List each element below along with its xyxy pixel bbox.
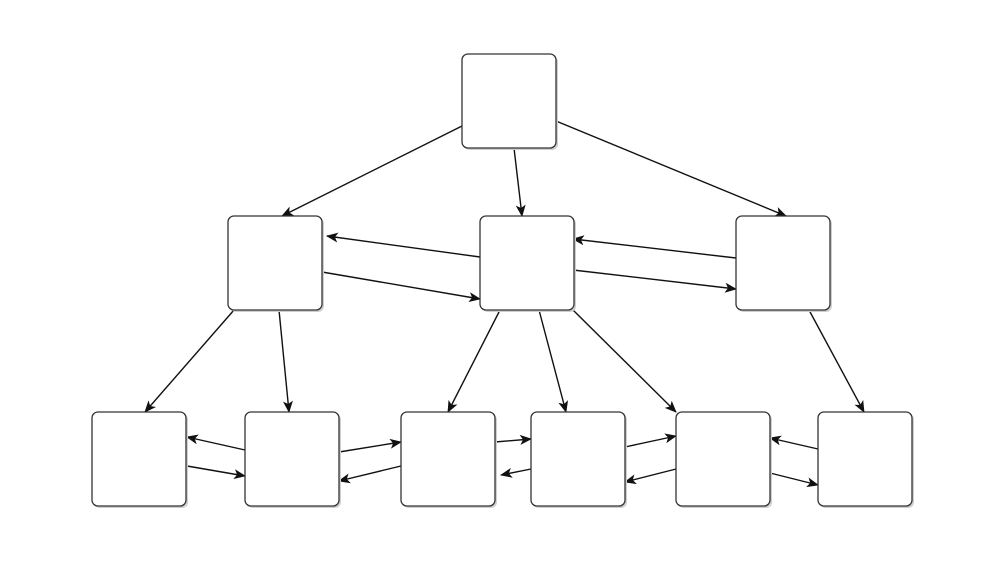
edge-arrow-l1-b-to-l1-a — [326, 232, 481, 258]
node-l2-c — [400, 411, 497, 508]
node-box — [530, 411, 626, 507]
edge-arrow-l1-c-to-l1-b — [572, 235, 737, 259]
edge-arrow-l2-d-to-l2-e — [624, 433, 677, 448]
node-l1-b — [479, 215, 576, 312]
edge-arrow-root-to-l1-a — [281, 125, 463, 217]
node-l1-c — [735, 215, 832, 312]
node-box — [675, 411, 771, 507]
edge-arrow-l2-e-to-l2-f — [769, 472, 819, 488]
node-box — [227, 215, 323, 311]
edge-arrow-l2-e-to-l2-d — [624, 468, 677, 485]
edge-arrow-l1-c-to-l2-f — [808, 309, 865, 413]
node-box — [244, 411, 340, 507]
node-l2-d — [530, 411, 627, 508]
edge-arrow-root-to-l1-b — [513, 147, 526, 217]
node-box — [817, 411, 913, 507]
edge-arrow-l1-b-to-l2-d — [538, 309, 569, 413]
nodes-layer — [91, 53, 914, 508]
node-l1-a — [227, 215, 324, 312]
node-l2-a — [91, 411, 188, 508]
edge-arrow-l2-c-to-l2-b — [338, 465, 402, 484]
node-l2-b — [244, 411, 341, 508]
node-box — [400, 411, 496, 507]
edge-arrow-l2-b-to-l2-a — [186, 434, 246, 451]
edge-arrow-l1-b-to-l2-e — [572, 309, 677, 413]
edge-arrow-l1-a-to-l2-a — [144, 309, 235, 413]
edge-arrow-l2-c-to-l2-d — [494, 434, 532, 445]
edge-arrow-l2-a-to-l2-b — [186, 465, 246, 480]
node-l2-f — [817, 411, 914, 508]
edge-arrow-l1-a-to-l1-b — [321, 271, 481, 303]
edges-layer — [144, 120, 865, 488]
edge-arrow-root-to-l1-c — [555, 120, 787, 217]
node-box — [91, 411, 187, 507]
edge-arrow-l2-d-to-l2-c — [500, 467, 532, 478]
node-box — [479, 215, 575, 311]
node-box — [461, 53, 557, 149]
edge-arrow-l1-b-to-l1-c — [572, 269, 737, 293]
edge-arrow-l1-b-to-l2-c — [447, 309, 501, 413]
node-box — [735, 215, 831, 311]
edge-arrow-l1-a-to-l2-b — [278, 309, 293, 413]
edge-arrow-l2-b-to-l2-c — [338, 438, 402, 453]
edge-arrow-l2-f-to-l2-e — [769, 435, 819, 450]
node-root — [461, 53, 558, 150]
node-l2-e — [675, 411, 772, 508]
